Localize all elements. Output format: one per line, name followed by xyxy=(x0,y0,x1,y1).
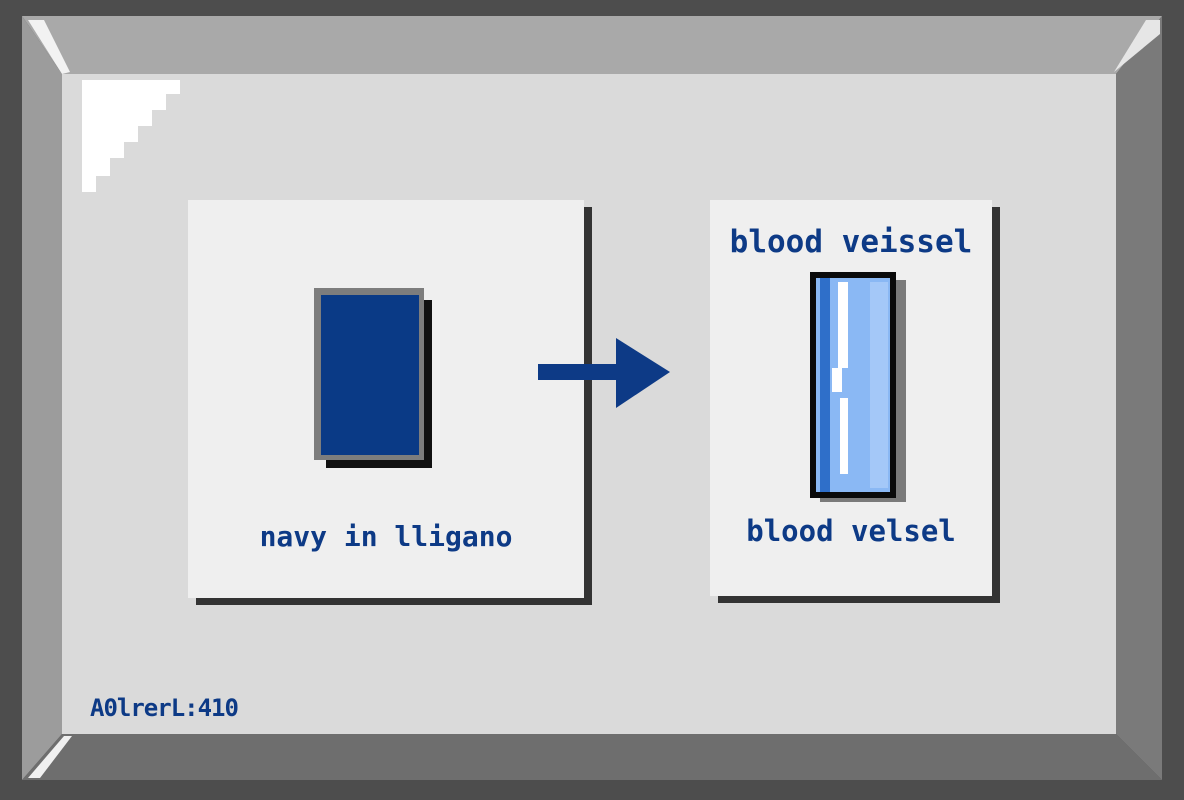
navy-block xyxy=(314,288,432,468)
gloss-highlight xyxy=(82,80,180,216)
navy-fill xyxy=(321,295,419,455)
blood-vessel-icon xyxy=(810,272,906,502)
arrow-right-icon xyxy=(538,338,670,408)
source-card: navy in lligano xyxy=(188,200,584,598)
source-label: navy in lligano xyxy=(259,520,513,553)
result-label: blood velsel xyxy=(746,514,956,548)
result-card: blood veissel blood velsel xyxy=(710,200,992,596)
result-title: blood veissel xyxy=(729,224,973,260)
footer-code: A0lrerL:410 xyxy=(90,694,239,722)
